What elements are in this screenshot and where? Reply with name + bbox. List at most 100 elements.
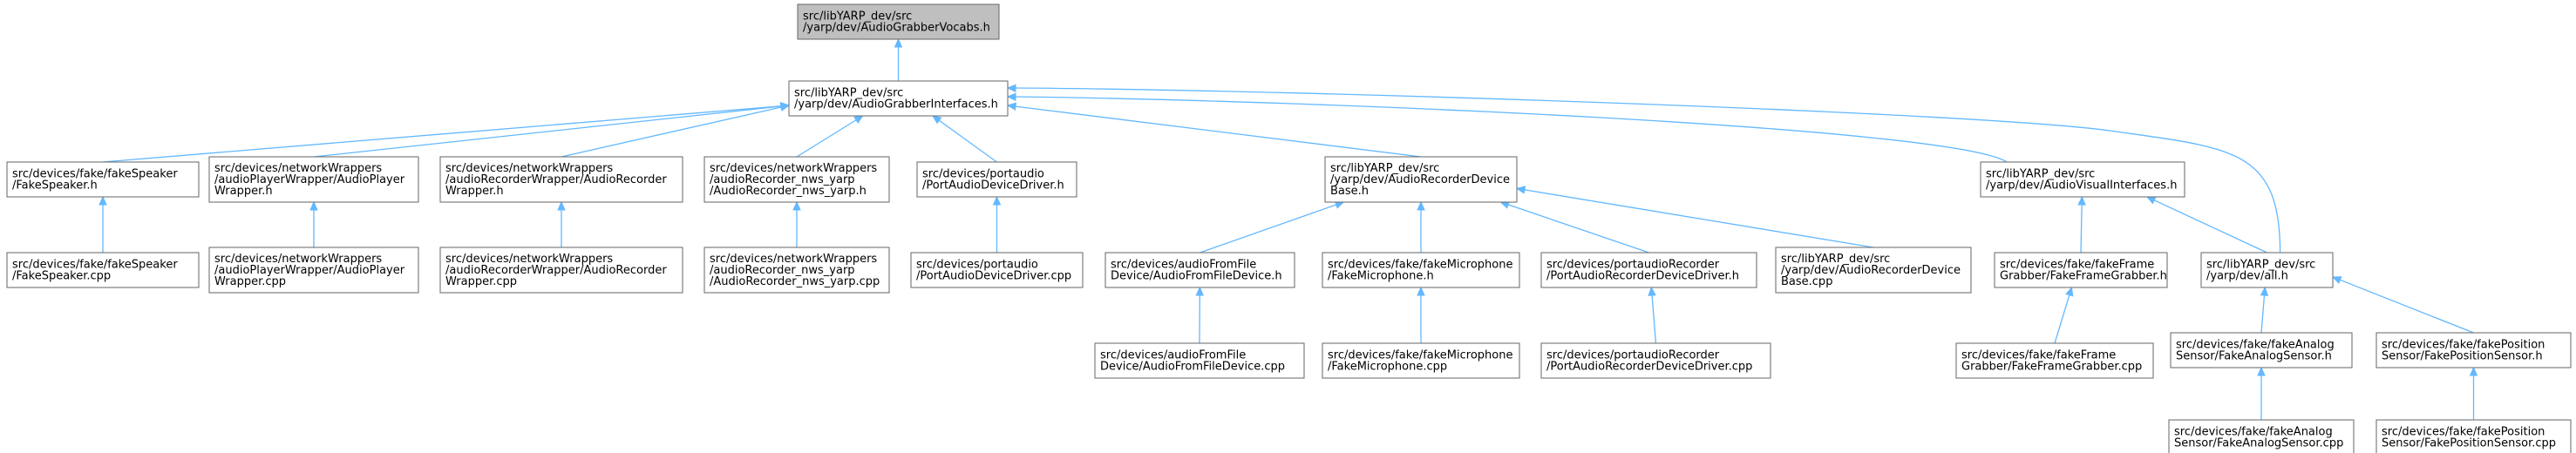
arrowhead [1417, 286, 1425, 296]
node-label-line: /yarp/dev/all.h [2206, 270, 2288, 283]
edge-recwrapper-h-to-grabber-if [561, 106, 782, 158]
node-fakespeaker-cpp[interactable]: src/devices/fake/fakeSpeaker/FakeSpeaker… [6, 252, 200, 288]
edge-all-h-to-grabber-if [1015, 87, 2281, 254]
node-pa-rec-cpp[interactable]: src/devices/portaudioRecorder/PortAudioR… [1540, 342, 1771, 379]
arrowhead [779, 103, 791, 112]
node-label-line: /AudioRecorder_nws_yarp.cpp [710, 275, 880, 288]
node-label-line: src/devices/fake/fakeMicrophone [1328, 259, 1512, 272]
node-fromfile-h[interactable]: src/devices/audioFromFileDevice/AudioFro… [1104, 252, 1295, 288]
node-recbase-h[interactable]: src/libYARP_dev/src/yarp/dev/AudioRecord… [1324, 156, 1518, 203]
node-label-line: src/devices/fake/fakeFrame [2000, 259, 2154, 272]
node-label-line: Base.cpp [1781, 275, 1832, 288]
node-label-line: src/devices/fake/fakeMicrophone [1328, 349, 1512, 362]
file-box [1322, 342, 1520, 379]
node-recwrapper-h[interactable]: src/devices/networkWrappers/audioRecorde… [439, 156, 683, 203]
node-label-line: src/devices/fake/fakeFrame [1961, 349, 2116, 362]
node-label-line: Wrapper.cpp [445, 275, 517, 288]
node-label-line: src/devices/networkWrappers [445, 162, 613, 175]
node-label-line: /PortAudioRecorderDeviceDriver.cpp [1546, 361, 1752, 374]
edge-fakespeaker-h-to-grabber-if [102, 105, 782, 163]
node-nwsyarp-cpp[interactable]: src/devices/networkWrappers/audioRecorde… [703, 247, 890, 294]
file-box [6, 252, 200, 288]
node-label-line: Wrapper.h [214, 185, 273, 198]
file-box [6, 161, 200, 198]
arrowhead [853, 115, 864, 125]
arrowhead [932, 115, 942, 125]
node-portaudio-cpp[interactable]: src/devices/portaudio/PortAudioDeviceDri… [910, 252, 1084, 288]
node-frame-h[interactable]: src/devices/fake/fakeFrameGrabber/FakeFr… [1994, 252, 2168, 288]
file-box [1322, 252, 1520, 288]
node-label-line: src/devices/networkWrappers [214, 253, 382, 266]
file-box [703, 247, 890, 294]
node-fakemic-h[interactable]: src/devices/fake/fakeMicrophone/FakeMicr… [1322, 252, 1520, 288]
node-pos-h[interactable]: src/devices/fake/fakePositionSensor/Fake… [2375, 332, 2572, 368]
current-file-box [797, 3, 1000, 40]
node-label-line: Base.h [1330, 185, 1369, 198]
node-label-line: Sensor/FakePositionSensor.h [2382, 350, 2543, 363]
arrowhead [1006, 92, 1016, 102]
edge-av-if-to-grabber-if [1015, 96, 2008, 163]
node-label-line: /yarp/dev/AudioVisualInterfaces.h [1986, 179, 2177, 193]
node-analog-h[interactable]: src/devices/fake/fakeAnalogSensor/FakeAn… [2170, 332, 2353, 368]
node-all-h[interactable]: src/libYARP_dev/src/yarp/dev/all.h [2200, 252, 2334, 288]
node-vocabs[interactable]: src/libYARP_dev/src/yarp/dev/AudioGrabbe… [797, 3, 1000, 40]
edges-layer [99, 37, 2478, 420]
node-label-line: src/devices/audioFromFile [1100, 349, 1246, 362]
node-pa-rec-h[interactable]: src/devices/portaudioRecorder/PortAudioR… [1540, 252, 1757, 288]
node-pos-cpp[interactable]: src/devices/fake/fakePositionSensor/Fake… [2375, 419, 2572, 453]
edge-frame-cpp-to-frame-h [2054, 294, 2070, 344]
node-label-line: Wrapper.cpp [214, 275, 286, 288]
node-fakemic-cpp[interactable]: src/devices/fake/fakeMicrophone/FakeMicr… [1322, 342, 1520, 379]
arrowhead [1006, 102, 1017, 111]
node-label-line: Sensor/FakeAnalogSensor.cpp [2174, 437, 2343, 450]
file-box [439, 156, 683, 203]
edge-recbase-cpp-to-recbase-h [1524, 189, 1874, 248]
node-recwrapper-cpp[interactable]: src/devices/networkWrappers/audioRecorde… [439, 247, 683, 294]
file-box [1094, 342, 1305, 379]
node-nwsyarp-h[interactable]: src/devices/networkWrappers/audioRecorde… [703, 156, 890, 203]
node-label-line: /AudioRecorder_nws_yarp.h [710, 185, 867, 198]
node-label-line: src/libYARP_dev/src [1330, 162, 1439, 175]
node-fakespeaker-h[interactable]: src/devices/fake/fakeSpeaker/FakeSpeaker… [6, 161, 200, 198]
file-box [2168, 419, 2355, 453]
nodes-layer: src/libYARP_dev/src/yarp/dev/AudioGrabbe… [6, 3, 2572, 453]
file-box [208, 156, 419, 203]
edge-pa-rec-cpp-to-pa-rec-h [1651, 294, 1657, 344]
node-label-line: /yarp/dev/AudioRecorderDevice [1781, 264, 1961, 277]
node-label-line: src/devices/fake/fakePosition [2382, 426, 2545, 439]
node-label-line: /PortAudioDeviceDriver.cpp [916, 270, 1071, 283]
node-label-line: /audioRecorder_nws_yarp [710, 264, 855, 277]
node-portaudio-h[interactable]: src/devices/portaudio/PortAudioDeviceDri… [916, 161, 1077, 198]
node-frame-cpp[interactable]: src/devices/fake/fakeFrameGrabber/FakeFr… [1955, 342, 2154, 379]
file-box [1324, 156, 1518, 203]
arrowhead [894, 37, 903, 48]
edge-all-h-to-av-if [2153, 199, 2267, 254]
node-label-line: /yarp/dev/AudioGrabberVocabs.h [803, 22, 990, 35]
node-label-line: src/devices/audioFromFile [1111, 259, 1256, 272]
node-label-line: src/devices/fake/fakeSpeaker [12, 168, 178, 181]
node-label-line: /yarp/dev/AudioGrabberInterfaces.h [794, 98, 998, 112]
file-box [788, 80, 1009, 117]
node-av-if[interactable]: src/libYARP_dev/src/yarp/dev/AudioVisual… [1980, 161, 2185, 198]
edge-nwsyarp-h-to-grabber-if [796, 119, 857, 158]
node-label-line: Sensor/FakePositionSensor.cpp [2382, 437, 2556, 450]
node-fromfile-cpp[interactable]: src/devices/audioFromFileDevice/AudioFro… [1094, 342, 1305, 379]
node-label-line: src/devices/networkWrappers [214, 162, 382, 175]
file-box [1540, 252, 1757, 288]
file-box [916, 161, 1077, 198]
node-playerwrapper-cpp[interactable]: src/devices/networkWrappers/audioPlayerW… [208, 247, 419, 294]
node-grabber-if[interactable]: src/libYARP_dev/src/yarp/dev/AudioGrabbe… [788, 80, 1009, 117]
arrowhead [1006, 84, 1016, 93]
node-label-line: Sensor/FakeAnalogSensor.h [2176, 350, 2332, 363]
arrowhead [2469, 366, 2478, 376]
arrowhead [2077, 195, 2086, 206]
node-label-line: src/devices/portaudio [916, 259, 1038, 272]
node-playerwrapper-h[interactable]: src/devices/networkWrappers/audioPlayerW… [208, 156, 419, 203]
node-recbase-cpp[interactable]: src/libYARP_dev/src/yarp/dev/AudioRecord… [1775, 247, 1972, 294]
node-label-line: src/devices/fake/fakeAnalog [2176, 339, 2335, 352]
arrowhead [1515, 186, 1526, 194]
node-label-line: /yarp/dev/AudioRecorderDevice [1330, 173, 1510, 186]
node-analog-cpp[interactable]: src/devices/fake/fakeAnalogSensor/FakeAn… [2168, 419, 2355, 453]
node-label-line: /audioRecorderWrapper/AudioRecorder [445, 173, 667, 186]
